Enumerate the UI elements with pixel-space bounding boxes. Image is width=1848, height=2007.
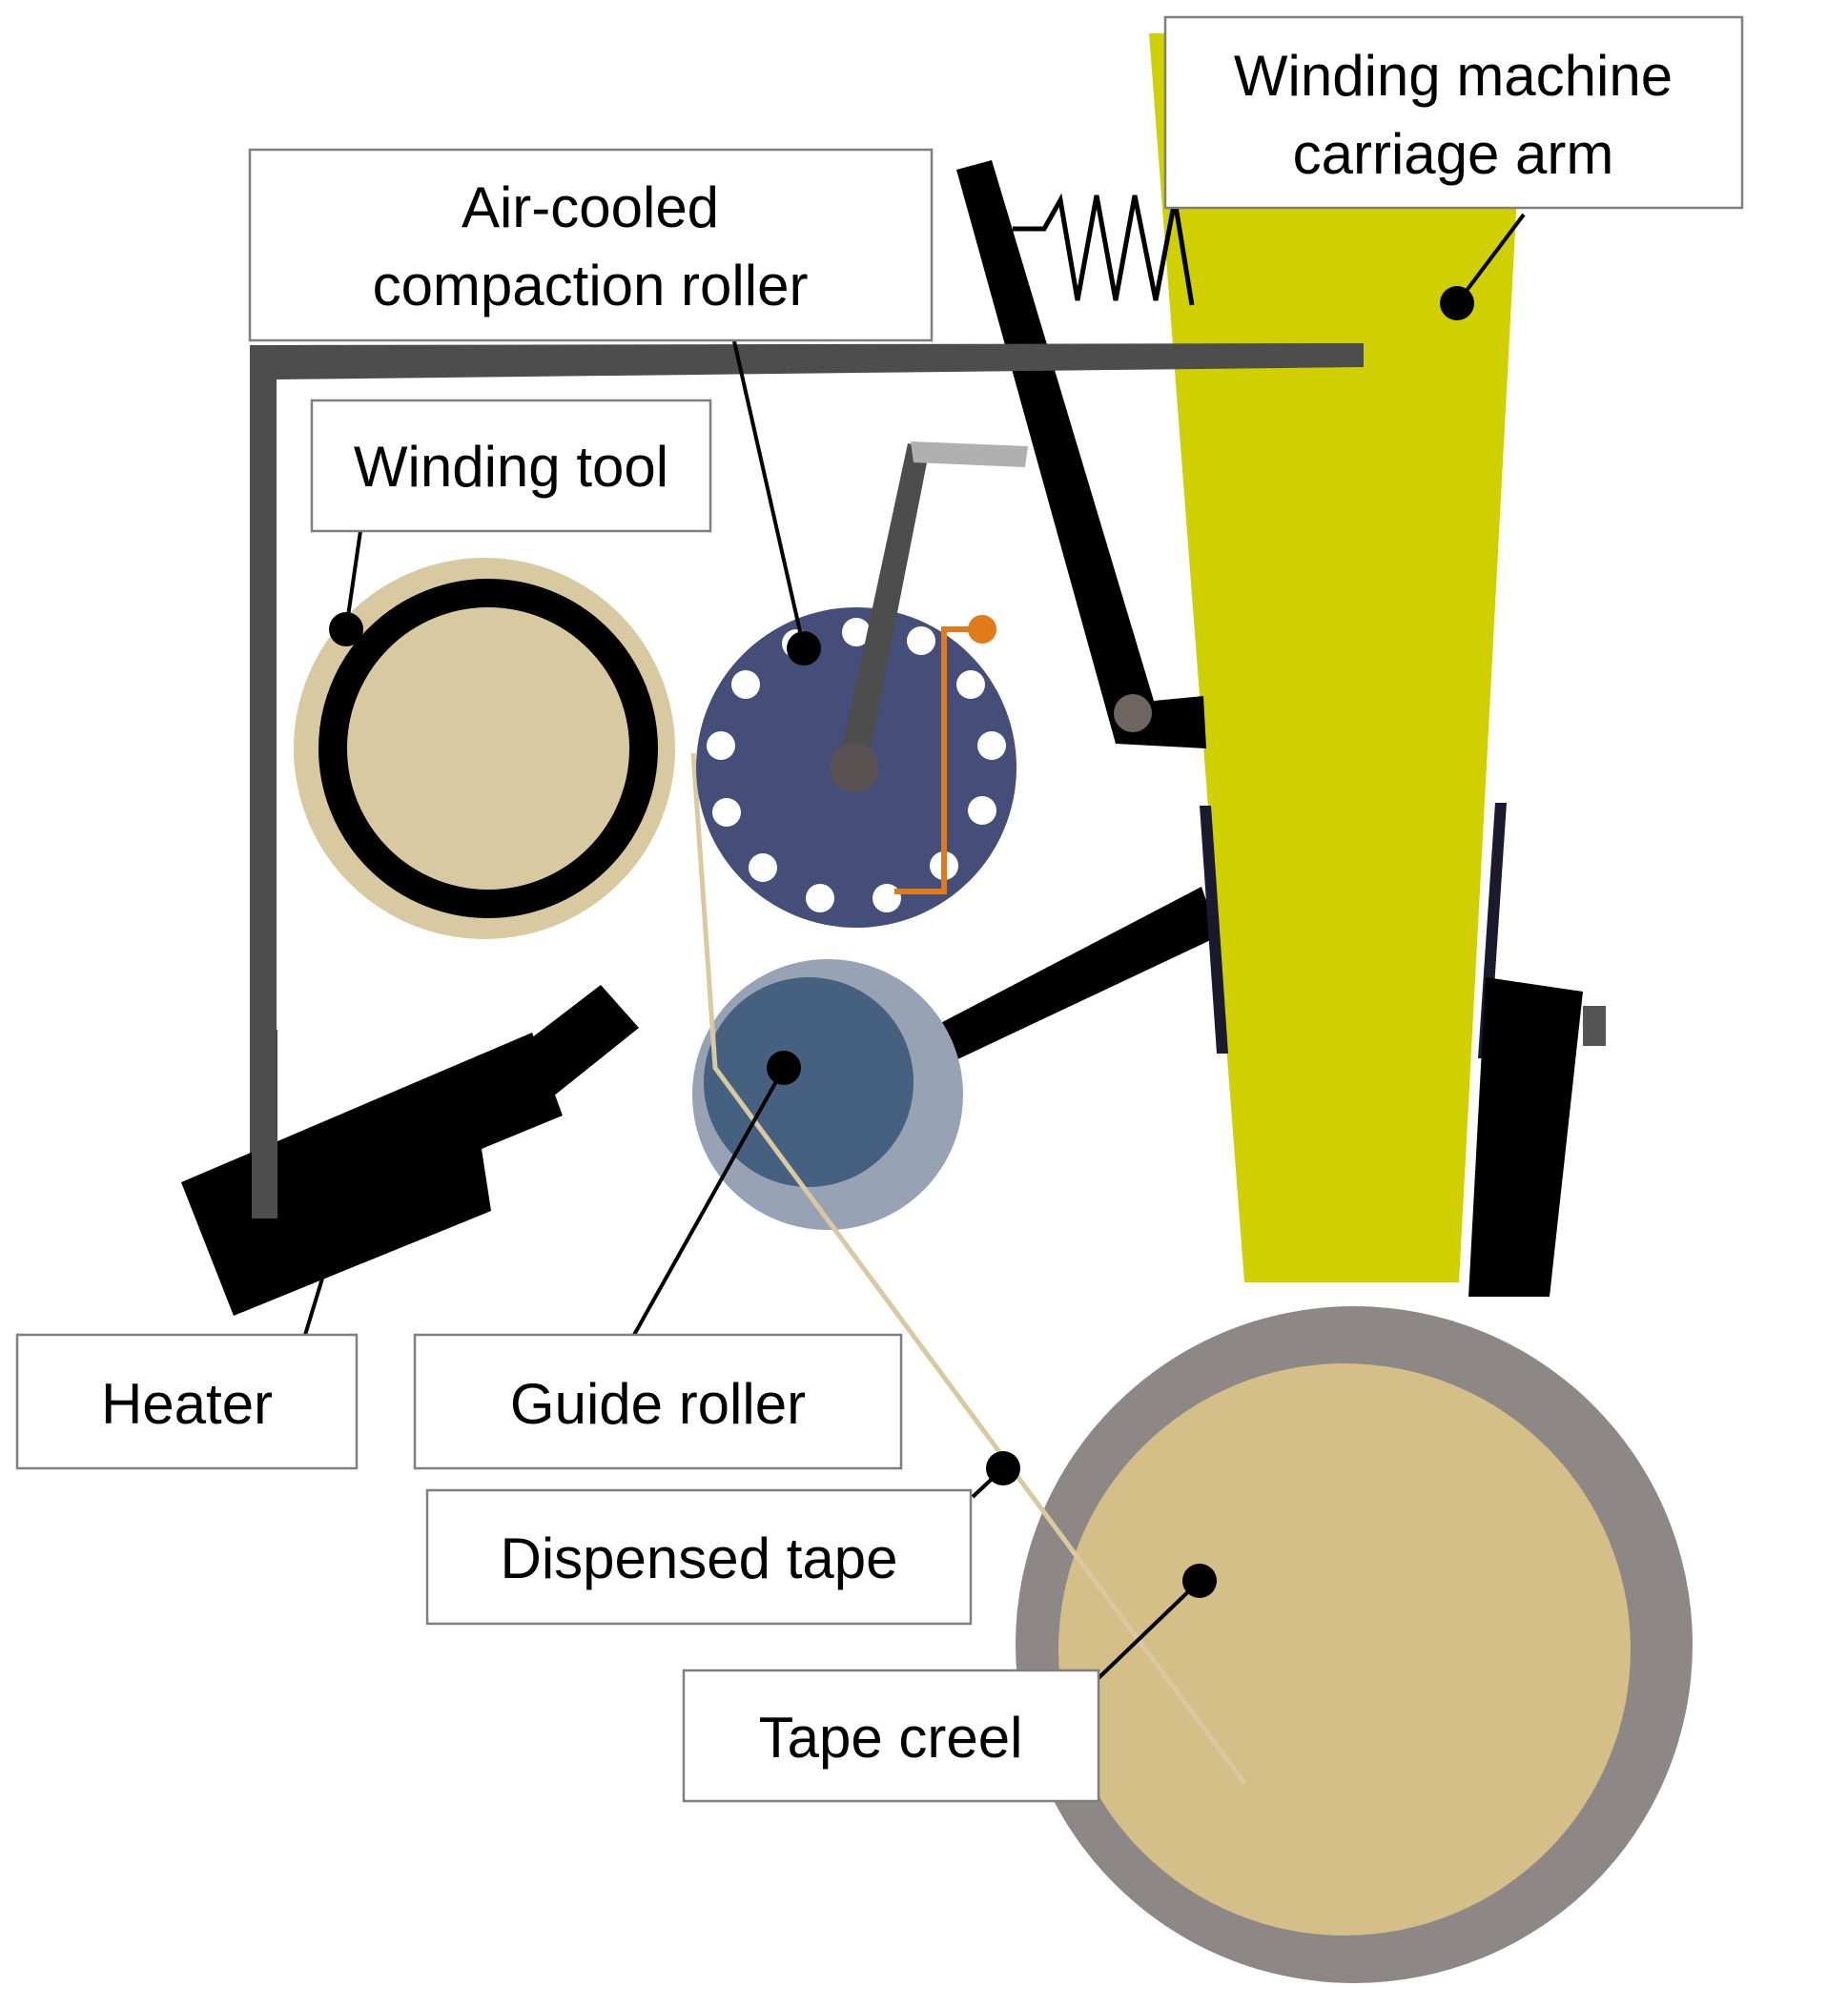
label-guide-roller: Guide roller <box>413 1333 903 1470</box>
roller-link <box>839 443 930 772</box>
dot-tape-creel <box>1182 1564 1217 1598</box>
label-winding-tool-text: Winding tool <box>354 435 668 499</box>
leader-tape-creel <box>1097 1579 1201 1680</box>
dot-heater <box>321 1208 356 1242</box>
carriage-arm <box>1149 33 1526 1282</box>
label-compaction-roller: Air-cooled compaction roller <box>248 148 934 342</box>
roller-hub <box>830 743 879 792</box>
tape-creel-inner <box>1058 1363 1631 1935</box>
roller-link-top <box>911 441 1028 467</box>
label-guide-roller-text: Guide roller <box>510 1372 806 1436</box>
pivot-joint <box>1114 694 1152 732</box>
dot-carriage-arm <box>1440 286 1474 320</box>
label-winding-tool: Winding tool <box>310 399 712 533</box>
clamp-pad-left <box>1200 806 1228 1054</box>
label-carriage-arm-line1: Winding machine <box>1234 44 1673 108</box>
winding-tool-tape-layer <box>294 558 675 939</box>
winding-tool <box>318 579 658 918</box>
pivot-arm <box>956 160 1206 748</box>
leader-compaction-roller <box>732 340 806 649</box>
dot-winding-tool <box>329 612 363 646</box>
label-carriage-arm-line2: carriage arm <box>1293 122 1614 186</box>
leader-carriage-arm <box>1455 213 1526 305</box>
label-compaction-roller-line1: Air-cooled <box>462 175 719 239</box>
dot-guide-roller <box>767 1051 801 1085</box>
label-heater: Heater <box>15 1333 359 1470</box>
dot-compaction-roller <box>787 631 821 666</box>
creel-support-knob <box>1583 1006 1606 1046</box>
spring <box>1013 193 1195 306</box>
dot-dispensed-tape <box>986 1451 1020 1485</box>
guide-roller-inner <box>704 977 914 1187</box>
label-tape-creel: Tape creel <box>682 1669 1100 1803</box>
label-carriage-arm: Winding machine carriage arm <box>1163 15 1744 210</box>
label-tape-creel-text: Tape creel <box>759 1706 1023 1770</box>
creel-support <box>1468 977 1583 1297</box>
heater <box>181 985 639 1316</box>
sensor-wire <box>894 626 977 894</box>
label-compaction-roller-line2: compaction roller <box>373 254 809 317</box>
label-dispensed-tape: Dispensed tape <box>425 1488 973 1626</box>
leader-guide-roller <box>632 1067 786 1336</box>
label-dispensed-tape-text: Dispensed tape <box>501 1526 898 1590</box>
label-heater-text: Heater <box>101 1372 273 1436</box>
leader-heater <box>303 1224 340 1336</box>
sensor-tip <box>968 615 996 644</box>
dispensed-tape <box>690 752 1247 1785</box>
